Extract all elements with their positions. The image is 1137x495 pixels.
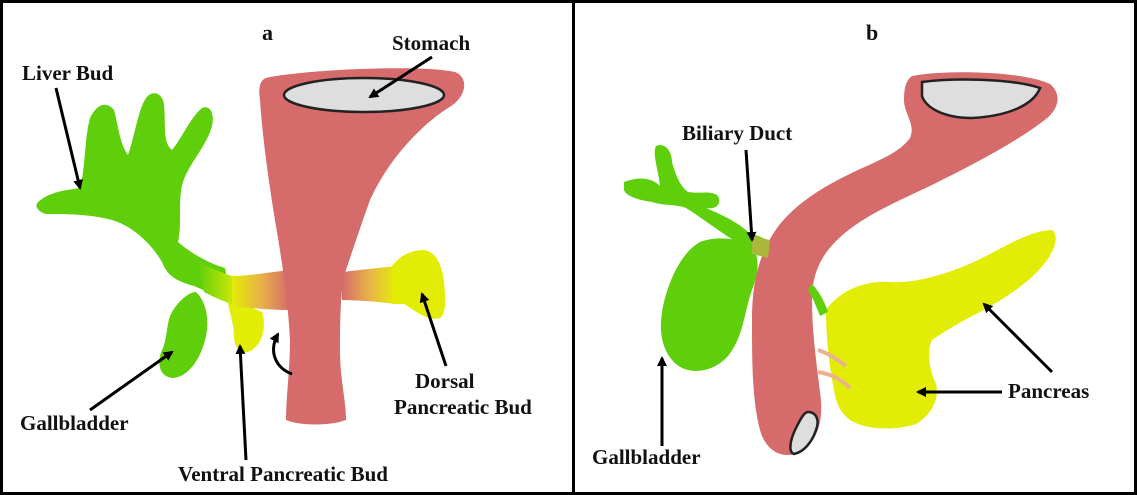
dorsal-neck-shape	[342, 266, 396, 304]
dorsal-bud-label-line2: Pancreatic Bud	[394, 395, 532, 419]
stomach-label: Stomach	[392, 31, 470, 55]
liver-bud-label: Liver Bud	[22, 61, 114, 85]
gallbladder-label: Gallbladder	[20, 411, 129, 435]
pancreas-label: Pancreas	[1008, 379, 1089, 403]
panel-b-letter: b	[866, 20, 878, 45]
biliary-duct-label: Biliary Duct	[682, 121, 792, 145]
ventral-neck-shape	[232, 270, 290, 310]
stomach-lumen	[284, 78, 444, 112]
panel-a-letter: a	[262, 20, 273, 45]
ventral-bud-label: Ventral Pancreatic Bud	[178, 462, 388, 486]
dorsal-bud-label-line1: Dorsal	[415, 369, 475, 393]
gallbladder-b-label: Gallbladder	[592, 445, 701, 469]
